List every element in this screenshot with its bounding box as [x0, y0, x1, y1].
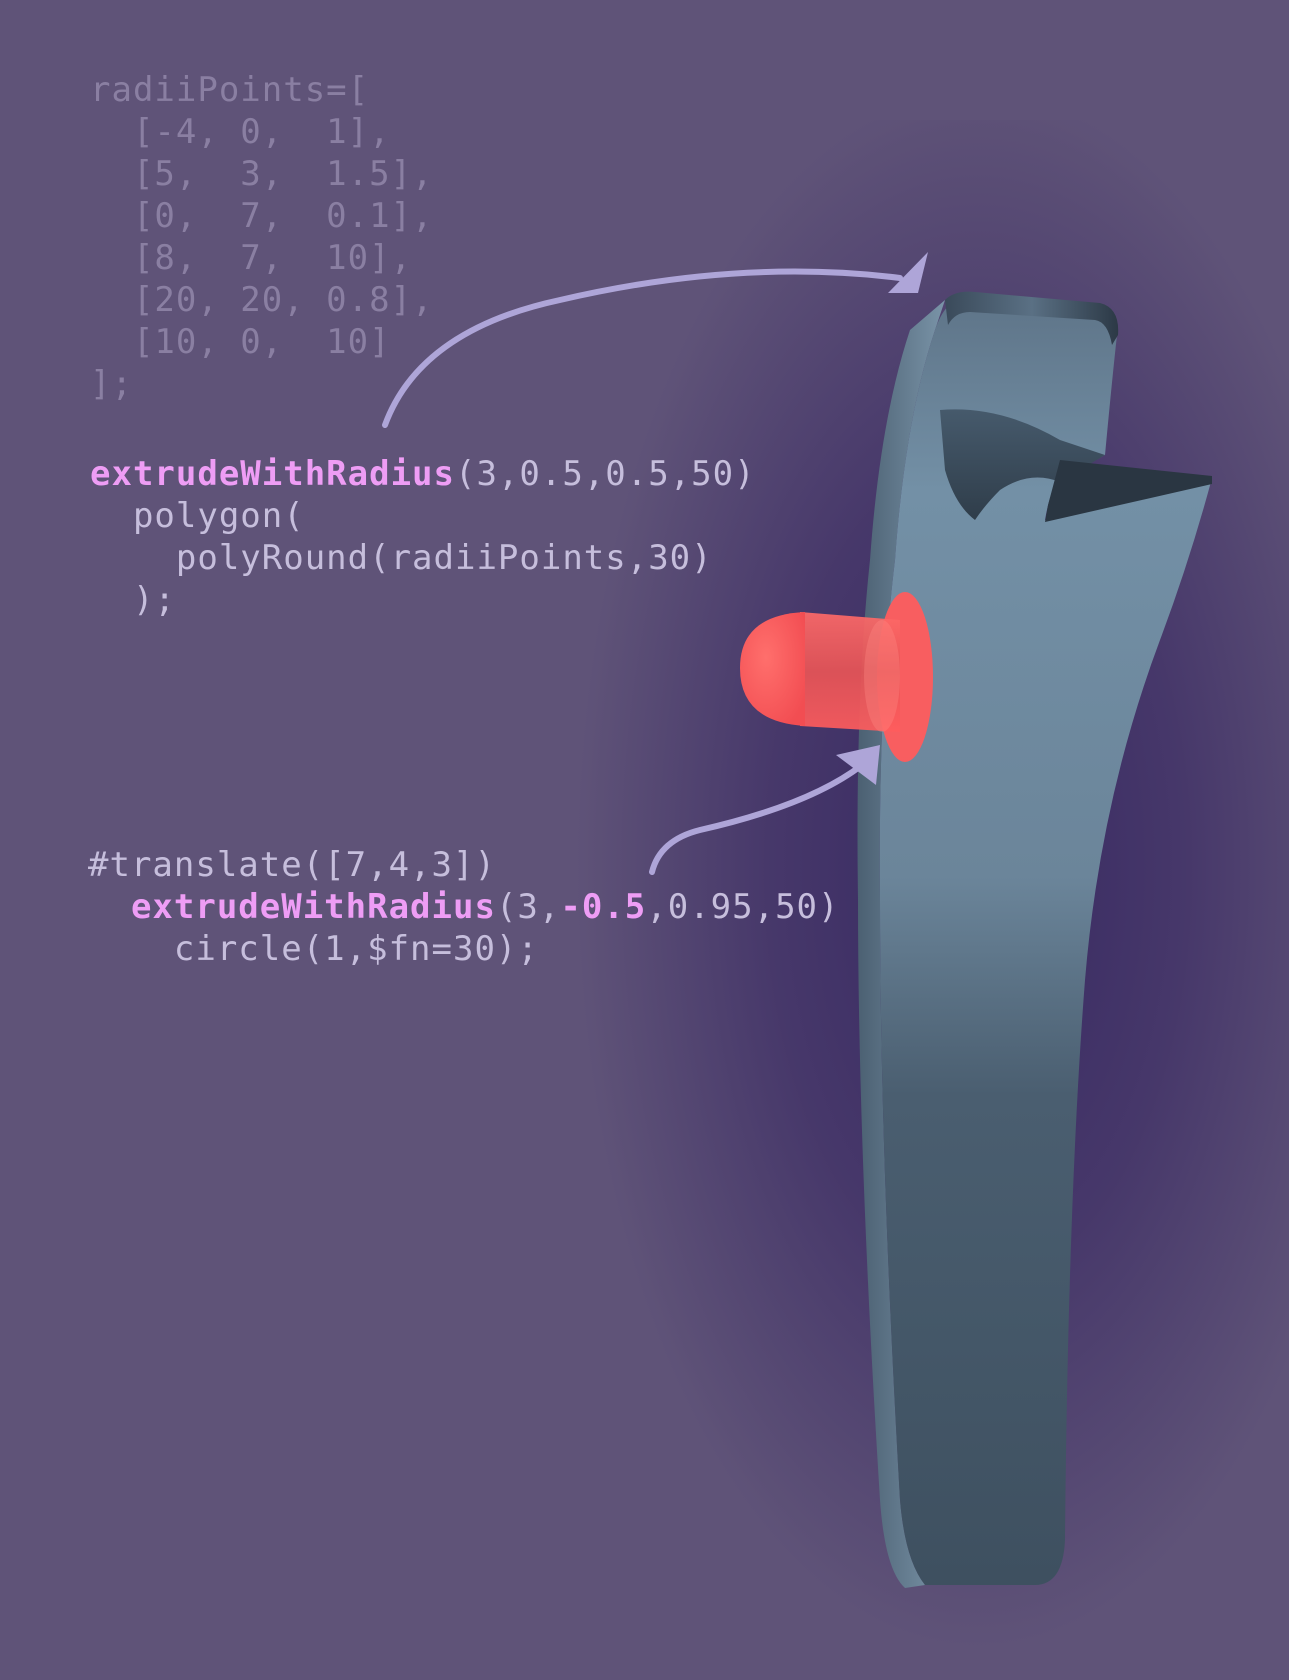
- code-line: polyRound(radiiPoints,30): [90, 538, 713, 578]
- code-highlight-arg: -0.5: [560, 887, 647, 927]
- code-line: [-4, 0, 1],: [90, 112, 391, 152]
- code-args-close: ,0.95,50): [646, 887, 840, 927]
- arrow-top: [382, 252, 928, 428]
- pin-cap: [740, 612, 805, 726]
- part-right-edge: [1045, 460, 1212, 522]
- code-line: circle(1,$fn=30);: [88, 929, 539, 969]
- code-function-name: extrudeWithRadius: [90, 454, 455, 494]
- extruded-part: [857, 291, 1212, 1588]
- part-top-bevel: [945, 291, 1119, 345]
- code-extrude-polygon: extrudeWithRadius(3,0.5,0.5,50) polygon(…: [90, 453, 756, 621]
- code-function-name: extrudeWithRadius: [130, 887, 496, 927]
- code-line: );: [90, 580, 176, 620]
- code-line: ];: [90, 364, 133, 404]
- arrow-top-head: [888, 252, 928, 293]
- arrow-bottom-head: [836, 745, 880, 785]
- code-line: extrudeWithRadius(3,0.5,0.5,50): [90, 453, 756, 495]
- code-line: [5, 3, 1.5],: [90, 154, 434, 194]
- part-notch: [940, 409, 1105, 520]
- code-line: radiiPoints=[: [90, 70, 370, 110]
- code-radii-points: radiiPoints=[ [-4, 0, 1], [5, 3, 1.5], […: [90, 69, 434, 405]
- code-line: [0, 7, 0.1],: [90, 196, 434, 236]
- part-front-face: [879, 297, 1212, 1585]
- code-line: [10, 0, 10]: [90, 322, 391, 362]
- code-translate-circle: #translate([7,4,3]) extrudeWithRadius(3,…: [88, 844, 840, 970]
- code-line: [8, 7, 10],: [90, 238, 413, 278]
- pin-shaft: [800, 612, 900, 732]
- translated-pin: [740, 592, 933, 762]
- code-indent: [88, 887, 131, 927]
- code-args: (3,0.5,0.5,50): [455, 454, 756, 494]
- pin-shaft-highlight: [864, 620, 900, 732]
- arrow-bottom: [649, 745, 880, 875]
- code-line: extrudeWithRadius(3,-0.5,0.95,50): [88, 886, 840, 928]
- code-line: [20, 20, 0.8],: [90, 280, 434, 320]
- code-args-open: (3,: [495, 887, 561, 927]
- code-line: #translate([7,4,3]): [88, 845, 496, 885]
- code-line: polygon(: [90, 496, 305, 536]
